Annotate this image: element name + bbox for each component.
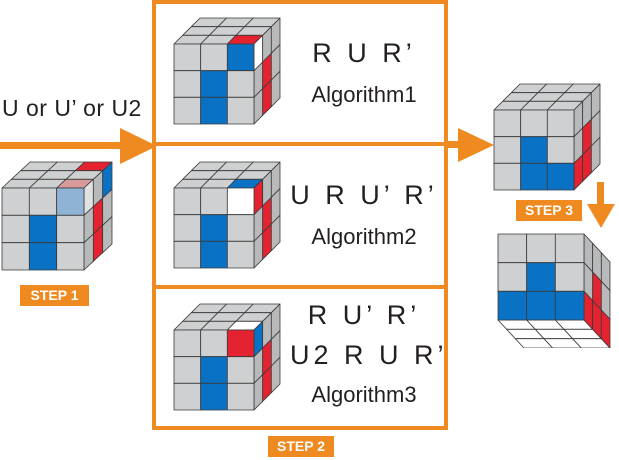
cube-sticker-front xyxy=(554,233,585,264)
arrow-head xyxy=(120,128,157,164)
cube-sticker-front xyxy=(493,162,522,191)
cube-sticker-front xyxy=(200,240,228,269)
cube-sticker-right xyxy=(102,216,113,254)
arrow-head xyxy=(587,204,615,228)
arrow-shaft xyxy=(597,182,604,208)
step2-divider-1 xyxy=(152,142,448,146)
cube-sticker-front xyxy=(56,242,85,271)
cube-sticker-front xyxy=(200,382,228,411)
algorithm1-moves: R U R’ xyxy=(312,38,416,68)
cube-sticker-right xyxy=(600,309,611,348)
cube-step1 xyxy=(1,161,113,271)
cube-sticker-front xyxy=(1,242,30,271)
step2-frame xyxy=(152,0,448,430)
cube-sticker-front xyxy=(497,233,528,264)
cube-sticker-front xyxy=(56,187,85,216)
cube-sticker-front xyxy=(200,43,228,72)
cube-step3 xyxy=(493,83,601,191)
cube-sticker-front xyxy=(173,96,202,125)
cube-sticker-front xyxy=(497,290,528,321)
cube-sticker-front xyxy=(1,187,30,216)
cube-sticker-front xyxy=(546,162,575,191)
cube-sticker-right xyxy=(270,70,281,108)
cube-sticker-front xyxy=(173,382,202,411)
cube-sticker-front xyxy=(226,214,255,242)
cube-final-flipped xyxy=(497,233,611,348)
step1-label: STEP 1 xyxy=(20,285,89,306)
arrow-down-icon xyxy=(587,182,615,228)
cube-sticker-front xyxy=(173,356,202,384)
arrow-shaft xyxy=(448,141,460,148)
cube-sticker-front xyxy=(173,70,202,98)
cube-sticker-front xyxy=(200,356,228,384)
cube-sticker-front xyxy=(200,70,228,98)
cube-sticker-front xyxy=(200,96,228,125)
cube-sticker-right xyxy=(590,136,601,174)
cube-sticker-front xyxy=(520,109,548,138)
arrow-head xyxy=(458,128,494,162)
cube-sticker-front xyxy=(226,240,255,269)
cube-sticker-front xyxy=(493,136,522,164)
cube-sticker-front xyxy=(173,329,202,358)
cube-algorithm1 xyxy=(173,17,281,125)
cube-sticker-bottom xyxy=(543,338,582,348)
cube-sticker-front xyxy=(554,262,585,292)
arrow-right-icon xyxy=(0,128,157,164)
cube-sticker-front xyxy=(546,136,575,164)
cube-sticker-front xyxy=(497,262,528,292)
cube-sticker-front xyxy=(173,187,202,216)
algorithm3-moves-line2: U2 R U R’ xyxy=(290,340,448,370)
cube-sticker-front xyxy=(28,187,58,216)
cube-sticker-front xyxy=(226,382,255,411)
cube-sticker-front xyxy=(226,329,255,358)
cube-sticker-front xyxy=(28,214,58,244)
cube-sticker-front xyxy=(226,70,255,98)
cube-sticker-bottom xyxy=(572,338,611,348)
cube-algorithm2 xyxy=(173,161,281,269)
step2-label: STEP 2 xyxy=(268,436,334,457)
algorithm1-name: Algorithm1 xyxy=(311,82,417,107)
algorithm3-name: Algorithm3 xyxy=(311,382,417,407)
arrow-shaft xyxy=(0,142,125,149)
cube-sticker-front xyxy=(173,214,202,242)
cube-sticker-front xyxy=(526,262,556,292)
step2-divider-2 xyxy=(152,285,448,289)
cube-sticker-front xyxy=(173,43,202,72)
cube-sticker-front xyxy=(200,187,228,216)
cube-sticker-front xyxy=(200,214,228,242)
cube-sticker-front xyxy=(554,290,585,321)
cube-sticker-front xyxy=(226,43,255,72)
cube-sticker-front xyxy=(56,214,85,244)
cube-sticker-front xyxy=(526,290,556,321)
cube-sticker-front xyxy=(1,214,30,244)
cube-sticker-front xyxy=(226,96,255,125)
cube-sticker-right xyxy=(270,214,281,252)
cube-sticker-bottom xyxy=(514,338,554,348)
cube-sticker-front xyxy=(520,162,548,191)
algorithm2-name: Algorithm2 xyxy=(311,224,417,249)
step3-label: STEP 3 xyxy=(516,200,582,221)
cube-sticker-front xyxy=(226,187,255,216)
cube-sticker-front xyxy=(200,329,228,358)
step1-instruction: U or U’ or U2 xyxy=(2,95,142,121)
cube-sticker-right xyxy=(270,356,281,394)
algorithm2-moves: U R U’ R’ xyxy=(290,180,438,210)
cube-sticker-front xyxy=(546,109,575,138)
cube-sticker-front xyxy=(173,240,202,269)
cube-sticker-front xyxy=(493,109,522,138)
cube-sticker-front xyxy=(520,136,548,164)
cube-sticker-front xyxy=(526,233,556,264)
cube-sticker-front xyxy=(28,242,58,271)
cube-algorithm3 xyxy=(173,303,281,411)
algorithm3-moves-line1: R U’ R’ xyxy=(307,300,421,330)
arrow-right-icon xyxy=(448,128,494,162)
cube-sticker-front xyxy=(226,356,255,384)
